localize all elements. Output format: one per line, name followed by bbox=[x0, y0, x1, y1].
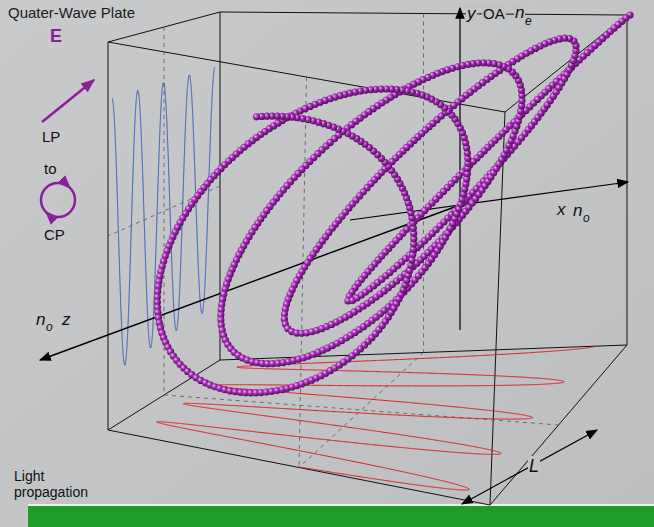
dimension-label: L bbox=[528, 456, 540, 477]
cp-arrowhead bbox=[41, 183, 70, 203]
y-axis bbox=[459, 8, 460, 330]
ey-projection bbox=[112, 67, 215, 365]
axis-label: y bbox=[466, 4, 477, 24]
lp-arrow bbox=[42, 80, 94, 122]
footer-bar bbox=[28, 506, 654, 527]
propagation-label: Light propagation bbox=[14, 468, 106, 500]
guide-line bbox=[423, 14, 424, 353]
footer-rule bbox=[28, 504, 654, 506]
field-label: E bbox=[50, 26, 62, 47]
axis-label: x bbox=[556, 200, 567, 220]
index-subscript: o bbox=[46, 321, 53, 335]
cp-arrowhead bbox=[46, 197, 75, 217]
z-axis bbox=[40, 205, 460, 360]
axes bbox=[40, 8, 628, 360]
index-symbol: n bbox=[36, 310, 45, 330]
state-label: CP bbox=[44, 226, 65, 243]
box-edge bbox=[505, 15, 627, 112]
box-edge bbox=[490, 112, 505, 505]
guide-line bbox=[108, 186, 220, 236]
title: Quater-Wave Plate bbox=[8, 4, 135, 21]
axis-label: z bbox=[62, 310, 71, 330]
axis-label: OA bbox=[482, 5, 506, 22]
state-label: to bbox=[44, 160, 57, 177]
guide-line bbox=[299, 77, 307, 468]
box-edge bbox=[627, 15, 628, 345]
ex-projection bbox=[157, 346, 596, 490]
cp-circle bbox=[41, 183, 75, 217]
index-subscript: o bbox=[582, 212, 591, 226]
state-label: LP bbox=[42, 128, 60, 145]
e-field-curve bbox=[154, 11, 634, 396]
length-arrow bbox=[462, 430, 597, 504]
field-bead bbox=[253, 113, 260, 120]
index-subscript: e bbox=[524, 15, 533, 29]
plate-box bbox=[108, 12, 627, 505]
guide-lines bbox=[108, 14, 559, 468]
